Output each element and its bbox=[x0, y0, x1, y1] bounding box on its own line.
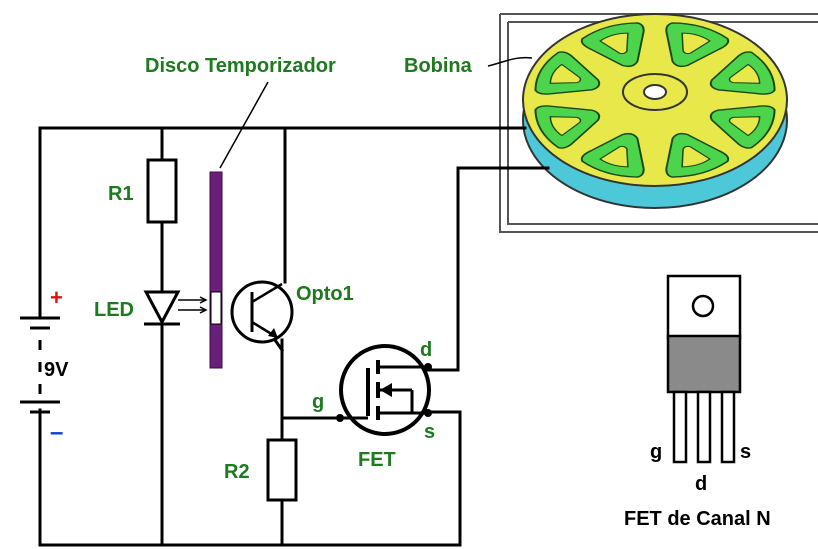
label-r1: R1 bbox=[108, 183, 134, 205]
resistor-r2 bbox=[266, 438, 298, 502]
circuit-wires bbox=[38, 126, 550, 547]
rotor-assembly bbox=[499, 13, 818, 233]
label-pkg-caption: FET de Canal N bbox=[624, 508, 771, 530]
label-fet-d: d bbox=[420, 339, 432, 361]
coil-set bbox=[534, 22, 776, 178]
fet-symbol bbox=[336, 344, 432, 436]
battery bbox=[20, 316, 60, 414]
coil-5 bbox=[534, 51, 601, 95]
fet-package bbox=[666, 274, 742, 464]
rotor-center-hole bbox=[643, 84, 667, 100]
label-pkg-g: g bbox=[650, 441, 662, 463]
label-led: LED bbox=[94, 299, 134, 321]
label-fet-s: s bbox=[424, 421, 435, 443]
coil-1 bbox=[709, 105, 776, 149]
coil-7 bbox=[665, 22, 730, 68]
coil-2 bbox=[665, 132, 730, 178]
label-fet: FET bbox=[358, 449, 396, 471]
label-coil: Bobina bbox=[404, 55, 473, 77]
label-battery: 9V bbox=[44, 359, 69, 381]
label-disk: Disco Temporizador bbox=[145, 55, 336, 77]
resistor-r1 bbox=[146, 158, 178, 224]
coil-4 bbox=[534, 105, 601, 149]
label-pkg-s: s bbox=[740, 441, 751, 463]
label-fet-g: g bbox=[312, 391, 324, 413]
coil-leader bbox=[487, 56, 533, 67]
led bbox=[143, 290, 208, 326]
opto-transistor bbox=[230, 280, 294, 344]
label-battery-plus: + bbox=[50, 285, 63, 310]
timing-disk bbox=[209, 81, 269, 369]
label-opto: Opto1 bbox=[296, 283, 354, 305]
label-r2: R2 bbox=[224, 461, 250, 483]
coil-6 bbox=[580, 22, 645, 68]
label-battery-minus: – bbox=[50, 419, 63, 446]
label-pkg-d: d bbox=[695, 473, 707, 495]
coil-8 bbox=[709, 51, 776, 95]
coil-3 bbox=[580, 132, 645, 178]
